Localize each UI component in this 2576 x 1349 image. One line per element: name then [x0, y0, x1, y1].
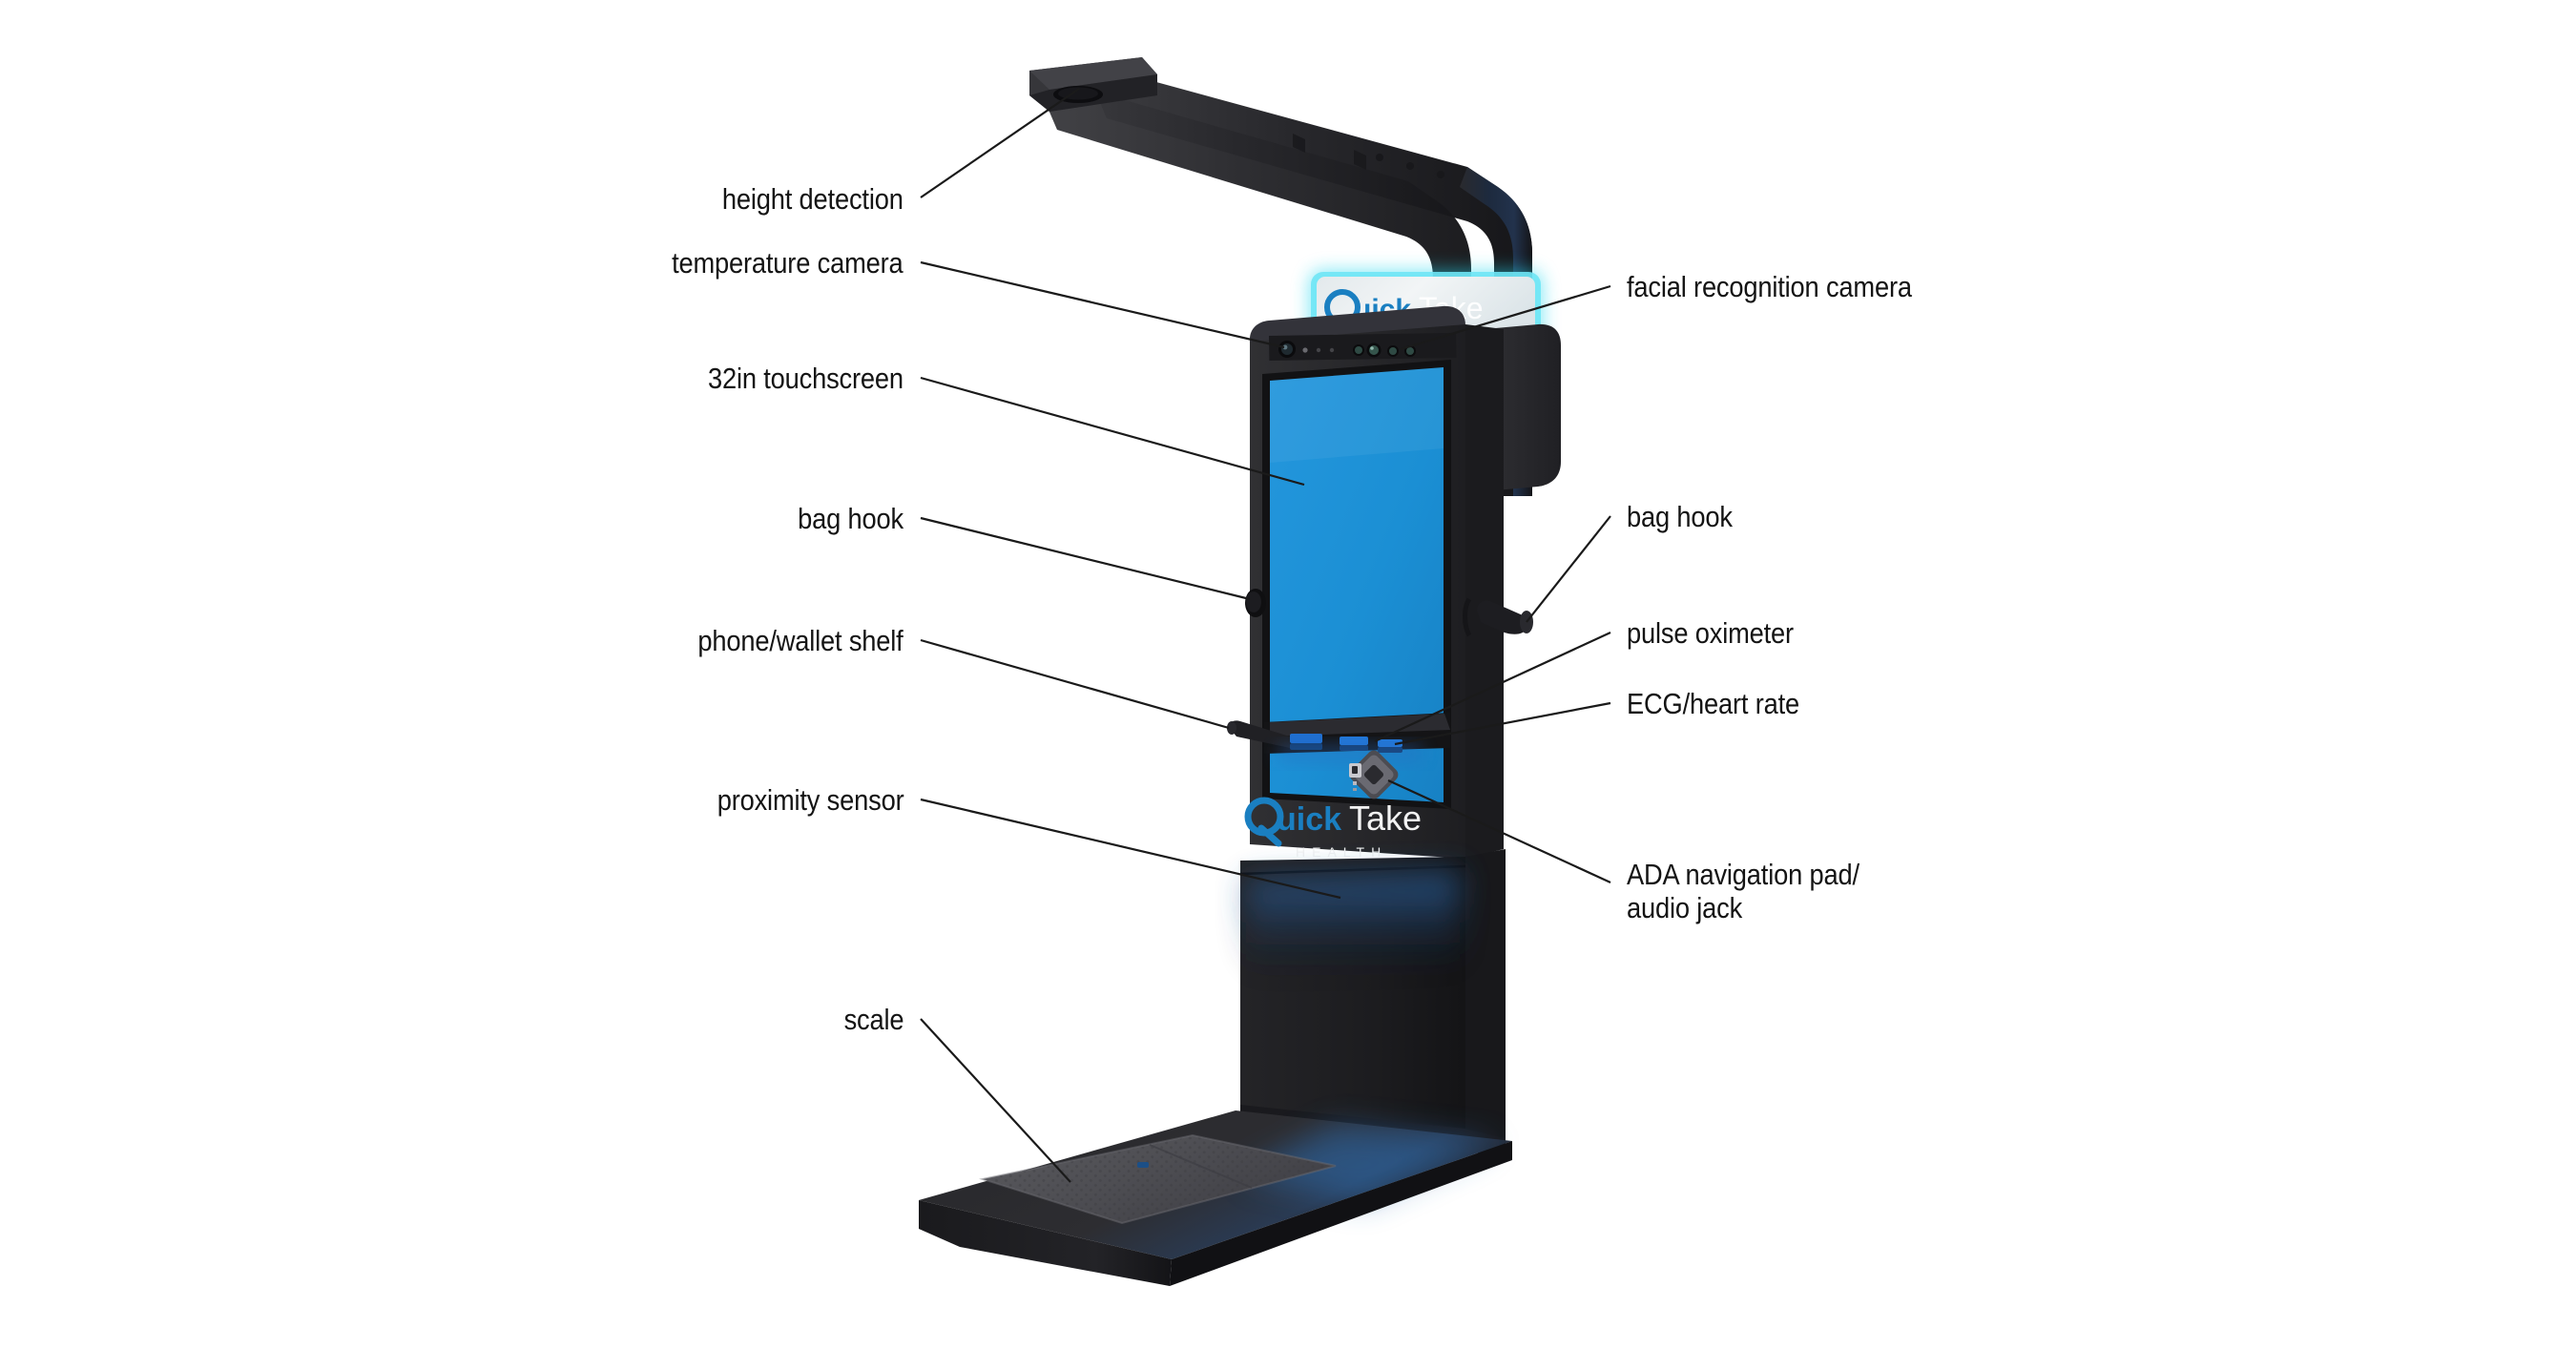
- svg-text:Take: Take: [1349, 799, 1422, 838]
- display-housing: uick Take HEALTH: [1227, 305, 1561, 900]
- callout-scale: scale: [843, 1003, 904, 1036]
- callout-bag-hook-left: bag hook: [798, 502, 904, 535]
- ecg-pad-right[interactable]: [1378, 739, 1402, 747]
- pulse-oximeter-pad[interactable]: [1290, 734, 1322, 743]
- ada-navigation-pad[interactable]: [1347, 748, 1402, 802]
- callout-ada-navigation-pad: ADA navigation pad/ audio jack: [1627, 858, 1859, 924]
- audio-jack-icon[interactable]: [1349, 763, 1361, 791]
- callout-height-detection: height detection: [722, 182, 904, 216]
- callout-ecg-heart-rate: ECG/heart rate: [1627, 687, 1800, 720]
- callout-phone-wallet-shelf: phone/wallet shelf: [697, 624, 904, 657]
- svg-text:HEALTH: HEALTH: [1296, 844, 1387, 860]
- bag-hook-left[interactable]: [1245, 589, 1266, 617]
- callout-temperature-camera: temperature camera: [672, 246, 904, 280]
- callout-touchscreen: 32in touchscreen: [708, 362, 904, 395]
- callout-proximity-sensor: proximity sensor: [717, 783, 904, 817]
- temperature-camera-icon: [1278, 341, 1296, 358]
- callout-pulse-oximeter: pulse oximeter: [1627, 616, 1794, 650]
- svg-text:uick: uick: [1277, 801, 1341, 838]
- kiosk-column: [1239, 849, 1506, 1156]
- callout-bag-hook-right: bag hook: [1627, 500, 1733, 533]
- biometric-sensor-pads[interactable]: [1278, 734, 1422, 761]
- callout-facial-recognition-camera: facial recognition camera: [1627, 270, 1912, 303]
- scale-base: [919, 1110, 1512, 1286]
- ecg-pad-left[interactable]: [1340, 737, 1368, 745]
